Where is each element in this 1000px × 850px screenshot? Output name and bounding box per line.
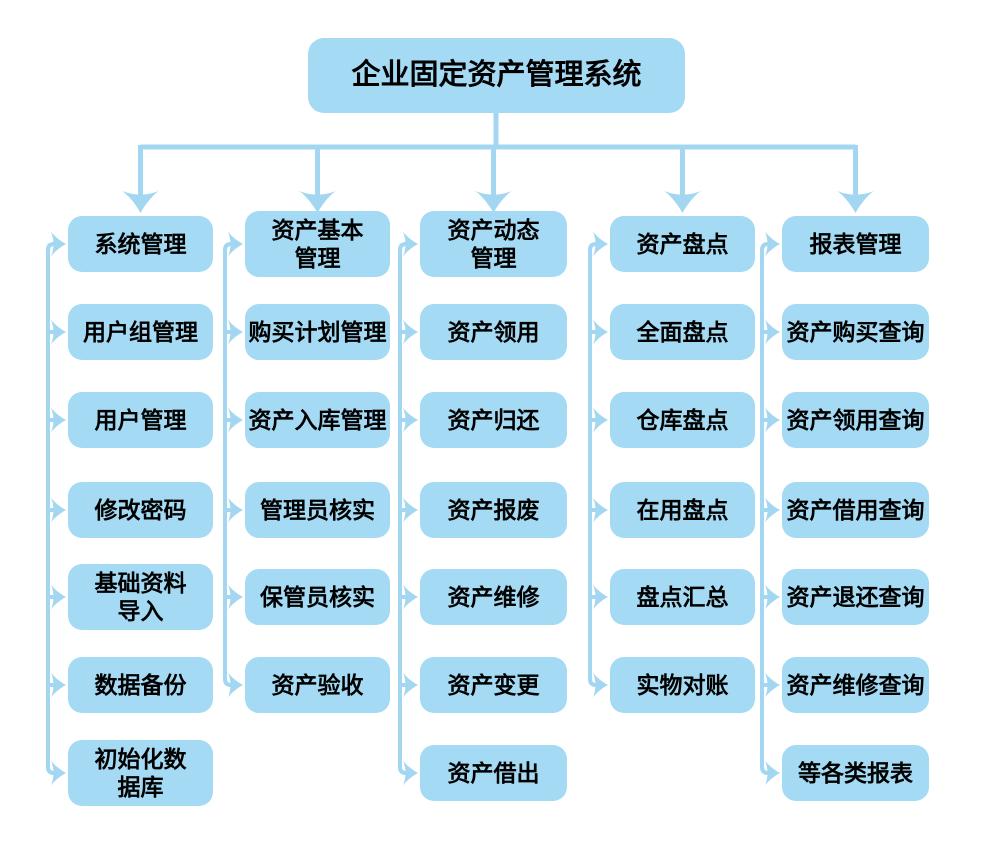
diagram-node: 修改密码 — [68, 482, 213, 538]
diagram-node: 购买计划管理 — [245, 304, 390, 360]
diagram-node: 初始化数 据库 — [68, 740, 213, 806]
diagram-node: 资产退还查询 — [782, 569, 929, 625]
diagram-node: 资产领用查询 — [782, 392, 929, 448]
diagram-node: 资产领用 — [420, 304, 567, 360]
diagram-node: 资产借出 — [420, 745, 567, 801]
diagram-node: 资产维修 — [420, 569, 567, 625]
diagram-node: 基础资料 导入 — [68, 564, 213, 630]
column-header-node: 资产动态 管理 — [420, 211, 567, 277]
diagram-node: 资产报废 — [420, 482, 567, 538]
diagram-node: 资产维修查询 — [782, 657, 929, 713]
column-header-node: 系统管理 — [68, 216, 213, 272]
diagram-node: 资产购买查询 — [782, 304, 929, 360]
diagram-node: 资产借用查询 — [782, 482, 929, 538]
column-header-node: 资产基本 管理 — [245, 211, 390, 277]
diagram-node: 盘点汇总 — [610, 569, 755, 625]
root-node: 企业固定资产管理系统 — [308, 38, 685, 113]
diagram-node: 等各类报表 — [782, 745, 929, 801]
column-header-node: 资产盘点 — [610, 216, 755, 272]
diagram-node: 实物对账 — [610, 657, 755, 713]
diagram-node: 用户管理 — [68, 392, 213, 448]
diagram-node: 仓库盘点 — [610, 392, 755, 448]
diagram-node: 资产入库管理 — [245, 392, 390, 448]
diagram-node: 数据备份 — [68, 657, 213, 713]
column-header-node: 报表管理 — [782, 216, 929, 272]
diagram-node: 资产验收 — [245, 657, 390, 713]
diagram-node: 用户组管理 — [68, 304, 213, 360]
diagram-node: 管理员核实 — [245, 482, 390, 538]
diagram-node: 保管员核实 — [245, 569, 390, 625]
diagram-node: 资产归还 — [420, 392, 567, 448]
diagram-node: 在用盘点 — [610, 482, 755, 538]
diagram-node: 资产变更 — [420, 657, 567, 713]
diagram-node: 全面盘点 — [610, 304, 755, 360]
